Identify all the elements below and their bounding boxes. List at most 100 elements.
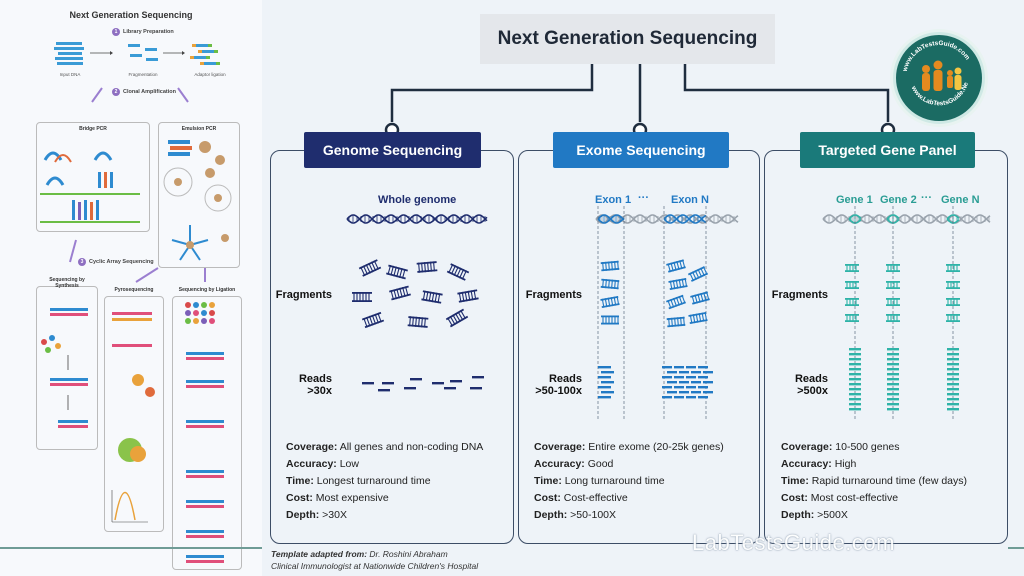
exome-read [598,366,611,369]
genome-read [404,387,416,390]
target-read [887,393,899,396]
synthesis-box: Sequencing by Synthesis [36,277,98,450]
synthesis-illustration [41,308,88,428]
reads-word: Reads [794,373,828,385]
emulsion-pcr-title: Emulsion PCR [181,126,217,132]
target-read [947,358,959,361]
target-fragment [845,264,859,272]
step-label: Library Preparation [123,29,174,35]
exome-fragment [601,315,619,325]
synthesis-title: Sequencing by Synthesis [49,277,85,289]
genome-helix [346,214,488,224]
target-read [849,348,861,351]
exome-heading: Exome Sequencing [553,132,729,168]
time-key: Time: [781,475,809,487]
target-read [947,403,959,406]
exome-read [601,371,614,374]
fragments-icon [128,44,158,61]
target-read [887,408,899,411]
coverage-value: Entire exome (20-25k genes) [588,441,724,453]
genome-fragment [358,259,382,277]
labtestsguide-logo: www.LabTestsGuide.com www.LabTestsGuide.… [893,30,985,124]
target-fragment [886,281,900,289]
genome-heading: Genome Sequencing [304,132,481,168]
target-read [849,358,861,361]
overview-title: Next Generation Sequencing [69,10,193,20]
genome-fragment [416,261,438,273]
genome-fragment [361,311,385,329]
target-read [947,383,959,386]
targeted-info: Coverage: 10-500 genes Accuracy: High Ti… [781,439,1007,524]
time-value: Long turnaround time [564,475,665,487]
step-number: 1 [112,28,120,36]
target-read [947,348,959,351]
cost-key: Cost: [286,492,313,504]
credit-name: Dr. Roshini Abraham [369,549,448,559]
target-read [887,368,899,371]
exome-fragment [600,296,620,308]
exome-read [601,391,614,394]
gene-1-label: Gene 1 [836,194,873,206]
exome-read [691,391,701,394]
target-fragment [946,314,960,322]
whole-genome-label: Whole genome [378,194,457,206]
genome-fragment [421,290,443,304]
genome-read [472,376,484,379]
target-read [947,363,959,366]
target-read [887,388,899,391]
cost-key: Cost: [781,492,808,504]
exome-read [703,381,713,384]
coverage-value: 10-500 genes [835,441,900,453]
target-read [849,408,861,411]
genome-fragment [389,285,411,301]
exome-fragment [600,260,620,272]
bottom-divider-right [1008,547,1024,549]
exome-read [667,391,677,394]
target-fragment [845,314,859,322]
coverage-key: Coverage: [286,441,338,453]
input-dna-caption: Input DNA [59,72,81,77]
exome-fragment [600,278,620,290]
exome-read [601,381,614,384]
ligation-box: Sequencing by Ligation [172,287,242,570]
step-label: Cyclic Array Sequencing [89,259,154,265]
target-fragment [946,298,960,306]
genome-fragment [386,264,408,280]
exome-read [662,396,672,399]
exome-read [686,396,696,399]
exome-read [691,381,701,384]
exome-read [598,376,611,379]
target-read [849,383,861,386]
bottom-divider [0,547,262,549]
bridge-pcr-title: Bridge PCR [79,126,107,132]
target-fragment [886,298,900,306]
target-read [947,388,959,391]
ngs-overview-panel: Next Generation Sequencing 1 Library Pre… [0,0,262,576]
gene-2-label: Gene 2 [880,194,917,206]
exome-read [674,376,684,379]
exome-read [698,366,708,369]
exome-fragment [666,316,686,328]
main-title: Next Generation Sequencing [480,14,775,64]
target-read [887,353,899,356]
exome-read [662,386,672,389]
exon-1-label: Exon 1 [595,194,632,206]
target-read [947,353,959,356]
coverage-value: All genes and non-coding DNA [339,441,484,453]
step-number: 3 [78,258,86,266]
bridge-pcr-illustration [40,151,140,223]
target-read [887,378,899,381]
accuracy-value: Low [339,458,359,470]
gene-ellipsis: ··· [921,192,932,204]
target-fragment [946,264,960,272]
exon-ellipsis: ··· [638,192,649,204]
accuracy-value: Good [587,458,614,470]
exome-read [691,371,701,374]
time-key: Time: [286,475,314,487]
exome-read [686,376,696,379]
exome-read [674,396,684,399]
input-dna-icon [54,42,84,65]
depth-value: >50-100X [570,509,617,521]
accuracy-value: High [834,458,857,470]
genome-read [432,382,444,385]
